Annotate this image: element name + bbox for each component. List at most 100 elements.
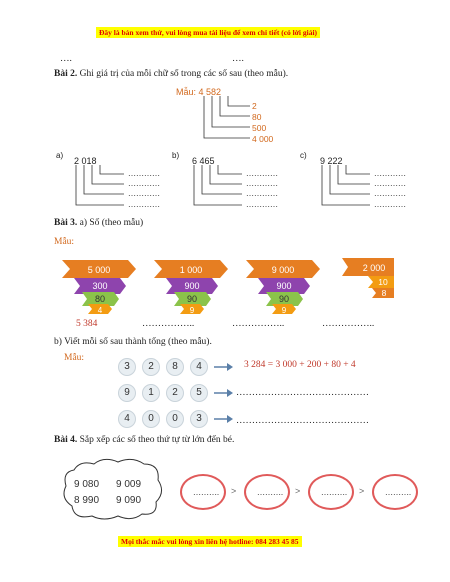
cloud-number-2: 9 009 [116, 479, 141, 490]
bai3-part-b-sample-label: Mẫu: [64, 353, 85, 363]
ribbon-3-part-4: 9 [282, 306, 287, 314]
bai2-title: Bài 2. [54, 69, 78, 79]
row-1-digit-3: 8 [166, 358, 184, 376]
bai3-sample-label: Mẫu: [54, 237, 75, 247]
ribbon-1-part-1: 5 000 [88, 265, 111, 275]
order-slot-3[interactable]: ………. [308, 474, 354, 510]
row-2-digit-2: 1 [142, 384, 160, 402]
bai2-item-c-blank-3[interactable]: ………… [374, 189, 406, 198]
order-slot-4[interactable]: ………. [372, 474, 418, 510]
row-3-digit-1: 4 [118, 410, 136, 428]
ribbon-4-part-2: 10 [378, 277, 388, 287]
ribbon-2-answer[interactable]: …………….. [142, 319, 195, 329]
cloud-number-4: 9 090 [116, 495, 141, 506]
footer-banner: Mọi thắc mắc vui lòng xin liên hệ hotlin… [118, 536, 302, 547]
top-dots-right: …. [232, 54, 244, 64]
ribbon-4-answer[interactable]: …………….. [322, 319, 375, 329]
bai2-sample-tree [203, 96, 250, 139]
ribbon-2-part-2: 900 [184, 281, 199, 291]
ribbon-3-part-2: 900 [276, 281, 291, 291]
arrow-right-icon [214, 389, 233, 397]
ribbon-1-part-2: 300 [92, 281, 107, 291]
bai4-title: Bài 4. [54, 435, 78, 445]
ribbon-2-part-1: 1 000 [180, 265, 203, 275]
bai2-item-a-blank-2[interactable]: ………… [128, 179, 160, 188]
order-slot-1-blank: ………. [193, 488, 219, 497]
gt-sign-1: > [231, 486, 237, 496]
bai2-item-c-blank-2[interactable]: ………… [374, 179, 406, 188]
ribbon-2-part-4: 9 [190, 306, 195, 314]
header-banner: Đây là bản xem thử, vui lòng mua tài liệ… [96, 27, 321, 38]
bai3-heading: Bài 3. a) Số (theo mẫu) [54, 218, 143, 228]
bai3-title: Bài 3. [54, 218, 78, 228]
bai2-item-a-blank-3[interactable]: ………… [128, 189, 160, 198]
row-3-sum-blank[interactable]: …………………………………… [236, 416, 369, 426]
row-1-digit-1: 3 [118, 358, 136, 376]
bai2-item-c-letter: c) [300, 151, 307, 160]
ribbon-2: 1 000 900 90 9 [154, 260, 228, 314]
gt-sign-2: > [295, 486, 301, 496]
row-1-digit-4: 4 [190, 358, 208, 376]
order-slot-3-blank: ………. [321, 488, 347, 497]
arrow-right-icon [214, 415, 233, 423]
cloud-number-3: 8 990 [74, 495, 99, 506]
bai2-item-b-blank-1[interactable]: ………… [246, 169, 278, 178]
bai2-sample-value-2: 80 [252, 112, 262, 122]
bai3-part-a: a) Số (theo mẫu) [79, 218, 144, 228]
order-slot-2-blank: ………. [257, 488, 283, 497]
ribbon-3: 9 000 900 90 9 [246, 260, 320, 314]
row-2-digit-1: 9 [118, 384, 136, 402]
bai2-item-c-blank-1[interactable]: ………… [374, 169, 406, 178]
bai2-item-b-blank-3[interactable]: ………… [246, 189, 278, 198]
bai2-item-b-blank-4[interactable]: ………… [246, 200, 278, 209]
ribbon-3-part-3: 90 [279, 294, 289, 304]
bai2-sample-value-1: 2 [252, 101, 257, 111]
row-3-digit-4: 3 [190, 410, 208, 428]
bai2-sample-number: 4 582 [198, 87, 222, 97]
ribbon-4-part-3: 8 [382, 288, 387, 298]
bai2-item-c-number: 9 222 [320, 156, 343, 166]
bai3-part-b: b) Viết mỗi số sau thành tổng (theo mẫu)… [54, 337, 212, 347]
bai2-item-a-tree [75, 165, 124, 206]
row-3-digit-2: 0 [142, 410, 160, 428]
bai2-sample-value-4: 4 000 [252, 134, 274, 144]
bai2-item-b-tree [193, 165, 242, 206]
ribbon-1: 5 000 300 80 4 [62, 260, 136, 314]
bai2-item-a-blank-4[interactable]: ………… [128, 200, 160, 209]
ribbon-1-answer: 5 384 [76, 319, 98, 329]
arrow-right-icon [214, 363, 233, 371]
bai2-instruction: Ghi giá trị của mỗi chữ số trong các số … [79, 69, 289, 79]
order-slot-4-blank: ………. [385, 488, 411, 497]
ribbon-1-part-4: 4 [98, 306, 103, 314]
ribbon-1-part-3: 80 [95, 294, 105, 304]
bai4-instruction: Sắp xếp các số theo thứ tự từ lớn đến bé… [79, 435, 235, 445]
bai2-item-b-letter: b) [172, 151, 180, 160]
bai2-item-a-blank-1[interactable]: ………… [128, 169, 160, 178]
order-slot-2[interactable]: ………. [244, 474, 290, 510]
ribbon-3-answer[interactable]: …………….. [232, 319, 285, 329]
bai2-sample-value-3: 500 [252, 123, 267, 133]
numbers-cloud: 9 080 9 009 8 990 9 090 [63, 458, 162, 520]
gt-sign-3: > [359, 486, 365, 496]
ribbon-2-part-3: 90 [187, 294, 197, 304]
order-slot-1[interactable]: ………. [180, 474, 226, 510]
bai2-item-a-letter: a) [56, 151, 64, 160]
row-3-digit-3: 0 [166, 410, 184, 428]
bai2-item-c-blank-4[interactable]: ………… [374, 200, 406, 209]
bai2-item-a-number: 2 018 [74, 156, 97, 166]
row-1-digit-2: 2 [142, 358, 160, 376]
row-2-digit-3: 2 [166, 384, 184, 402]
ribbon-4-part-1: 2 000 [363, 263, 386, 273]
row-2-sum-blank[interactable]: …………………………………… [236, 388, 369, 398]
cloud-number-1: 9 080 [74, 479, 99, 490]
sample-sum: 3 284 = 3 000 + 200 + 80 + 4 [244, 360, 356, 370]
row-2-digit-4: 5 [190, 384, 208, 402]
ribbon-3-part-1: 9 000 [272, 265, 295, 275]
bai2-item-c-tree [321, 165, 370, 206]
bai2-sample-label: Mẫu: [176, 87, 197, 97]
ribbon-4: 2 000 10 8 [342, 258, 394, 298]
bai4-heading: Bài 4. Sắp xếp các số theo thứ tự từ lớn… [54, 435, 234, 445]
bai2-item-b-blank-2[interactable]: ………… [246, 179, 278, 188]
bai2-sample: Mẫu: 4 582 [176, 87, 221, 97]
top-dots-left: …. [60, 54, 72, 64]
